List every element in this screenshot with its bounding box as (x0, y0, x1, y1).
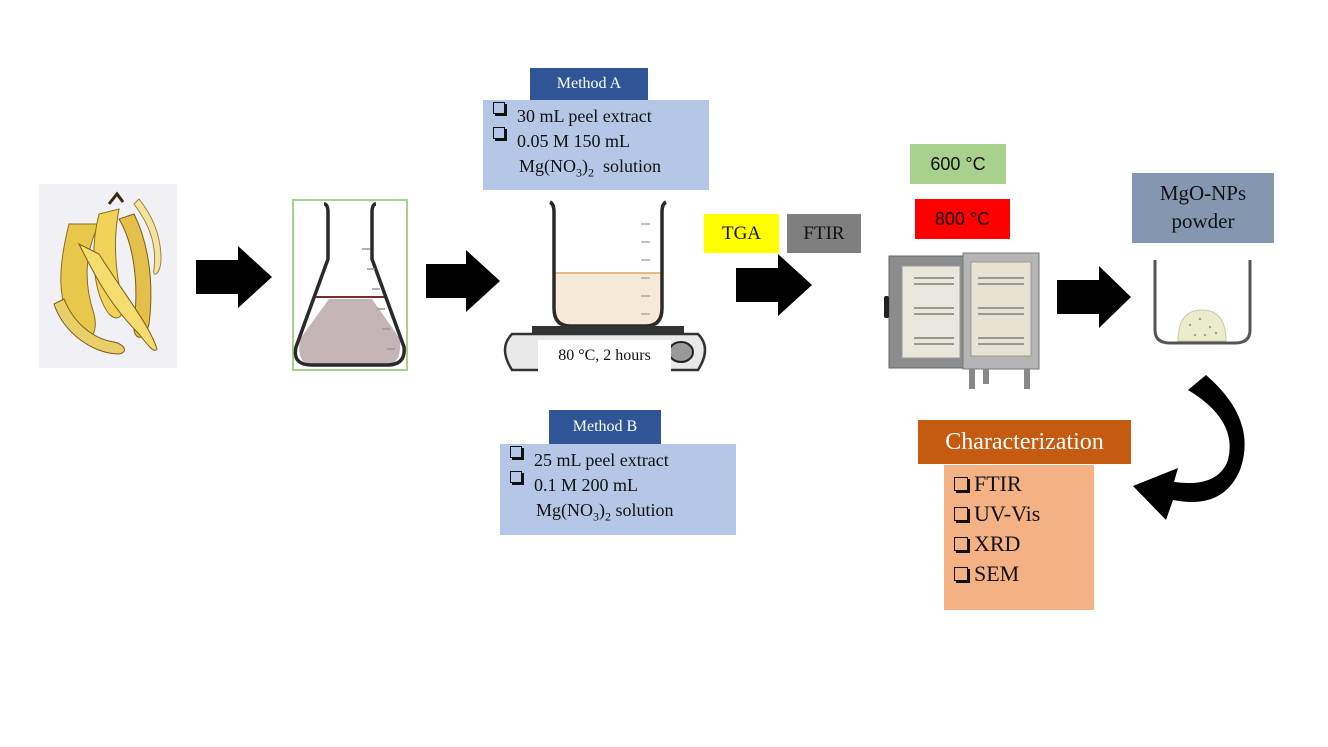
arrow-right-icon (736, 254, 812, 316)
checkbox-icon (954, 566, 968, 581)
method-a-item: 0.05 M 150 mL (493, 127, 699, 154)
checkbox-icon (493, 127, 505, 139)
method-a-title: Method A (556, 75, 622, 92)
checkbox-icon (954, 476, 968, 491)
crucible-powder-icon (1150, 255, 1255, 350)
tga-tag: TGA (704, 214, 779, 253)
arrow-right-icon (196, 246, 272, 308)
method-b-item: 0.1 M 200 mL (510, 471, 726, 498)
product-label: MgO-NPs powder (1132, 173, 1274, 243)
banana-peel-photo (39, 184, 177, 368)
checkbox-icon (510, 471, 522, 483)
heating-condition-label: 80 °C, 2 hours (538, 340, 671, 372)
checkbox-icon (954, 506, 968, 521)
muffle-furnace-icon (884, 248, 1046, 390)
method-b-title: Method B (572, 418, 638, 435)
ftir-tag: FTIR (787, 214, 861, 253)
characterization-item: XRD (954, 529, 1094, 559)
temperature-600-tag: 600 °C (910, 144, 1006, 184)
checkbox-icon (510, 446, 522, 458)
method-b-box: 25 mL peel extract 0.1 M 200 mL Mg(NO3)2… (500, 444, 736, 535)
method-a-box: 30 mL peel extract 0.05 M 150 mL Mg(NO3)… (483, 100, 709, 190)
checkbox-icon (954, 536, 968, 551)
method-a-item-continuation: Mg(NO3)2 solution (519, 156, 662, 180)
method-a-header: Method A (530, 68, 648, 100)
erlenmeyer-flask-icon (292, 199, 408, 371)
method-b-item: 25 mL peel extract (510, 446, 726, 473)
method-b-item-continuation: Mg(NO3)2 solution (536, 500, 674, 524)
method-a-item: 30 mL peel extract (493, 102, 699, 129)
characterization-header: Characterization (918, 420, 1131, 464)
characterization-item: UV-Vis (954, 499, 1094, 529)
temperature-800-tag: 800 °C (915, 199, 1010, 239)
arrow-right-icon (426, 250, 500, 312)
curved-arrow-icon (1133, 375, 1245, 520)
method-b-header: Method B (549, 410, 661, 444)
checkbox-icon (493, 102, 505, 114)
characterization-item: FTIR (954, 469, 1094, 499)
arrow-right-icon (1057, 266, 1131, 328)
characterization-list: FTIR UV-Vis XRD SEM (944, 465, 1094, 610)
characterization-item: SEM (954, 559, 1094, 589)
